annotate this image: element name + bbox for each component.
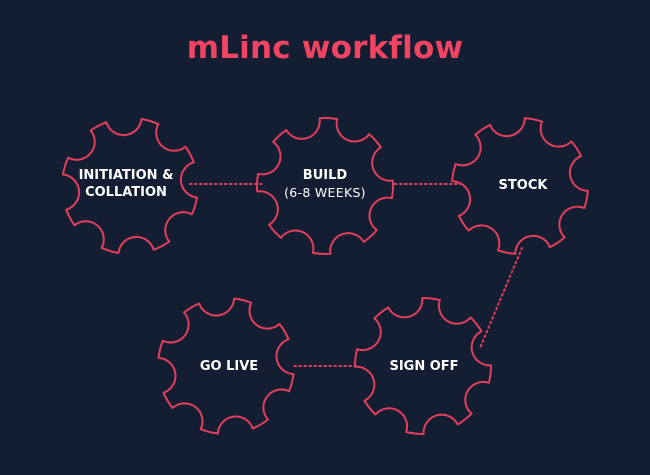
step-initiation-collation-label: INITIATION & COLLATION: [56, 167, 196, 201]
gear-stock: [451, 117, 589, 255]
gear-initiation-collation: [61, 117, 199, 255]
step-initiation-collation-line-1: INITIATION &: [78, 168, 174, 183]
step-initiation-collation-line-2: COLLATION: [85, 185, 167, 200]
step-go-live-label: GO LIVE: [159, 358, 299, 375]
step-sign-off-line-1: SIGN OFF: [389, 359, 459, 374]
step-go-live-line-1: GO LIVE: [199, 359, 259, 374]
connector-stock-to-sign-off: [479, 247, 523, 349]
step-sign-off-label: SIGN OFF: [354, 358, 494, 375]
step-stock-label: STOCK: [453, 177, 593, 194]
gear-sign-off: [353, 296, 493, 436]
step-stock-line-1: STOCK: [498, 178, 548, 193]
gear-build: [256, 117, 394, 255]
gear-go-live: [157, 297, 295, 435]
page-title: mLinc workflow: [186, 30, 464, 66]
step-build-line-1: BUILD: [302, 168, 348, 183]
step-build-label: BUILD (6-8 WEEKS): [255, 167, 395, 201]
step-build-duration: (6-8 WEEKS): [284, 185, 366, 200]
